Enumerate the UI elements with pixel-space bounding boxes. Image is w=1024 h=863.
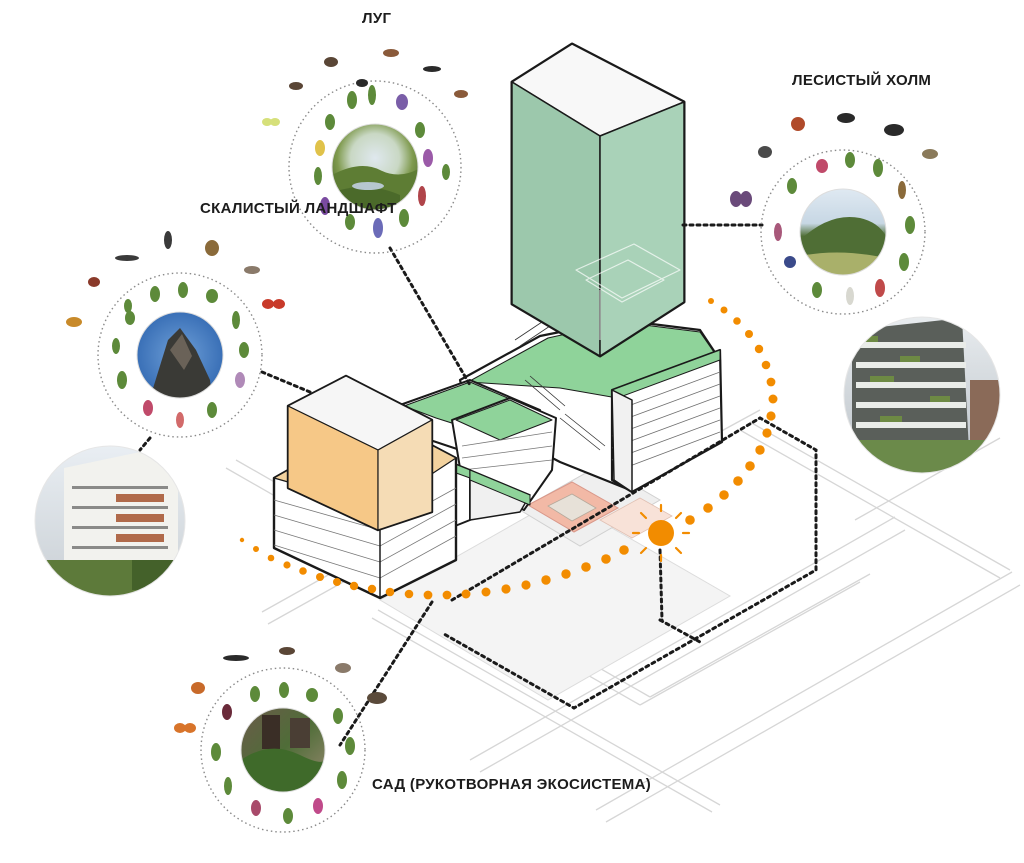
reference-photo-left <box>34 445 186 597</box>
butterfly-icon <box>174 723 196 733</box>
hedgehog-icon <box>367 692 387 704</box>
bird-icon <box>758 113 938 159</box>
building-complex <box>272 42 724 600</box>
plant-icon <box>314 85 450 238</box>
habitat-meadow <box>262 49 468 254</box>
habitat-garden <box>174 647 387 833</box>
leader-lines <box>138 223 818 747</box>
garden-photo <box>241 708 325 792</box>
moth-icon <box>730 191 752 207</box>
reference-photo-right <box>843 316 1001 474</box>
meadow-photo <box>332 124 418 210</box>
habitat-rocky <box>66 231 285 438</box>
bird-icon <box>191 647 351 694</box>
rock-photo <box>137 312 223 398</box>
rocky-landscape-title: СКАЛИСТЫЙ ЛАНДШАФТ <box>200 200 397 217</box>
bee-icon <box>66 317 82 327</box>
bird-icon <box>289 49 468 98</box>
plant-icon <box>211 682 355 824</box>
butterfly-icon <box>262 118 280 126</box>
garden-title: САД (РУКОТВОРНАЯ ЭКОСИСТЕМА) <box>372 776 652 793</box>
sun-path <box>239 298 778 600</box>
plant-icon <box>112 282 249 428</box>
bird-icon <box>88 231 260 287</box>
meadow-title: ЛУГ <box>362 10 392 27</box>
street-grid <box>225 409 1021 823</box>
plant-icon <box>774 152 915 305</box>
site-ground <box>379 464 732 701</box>
sun-icon <box>631 503 691 563</box>
butterfly-icon <box>262 299 285 309</box>
habitat-forest-hill <box>730 113 938 315</box>
forest-hill-title: ЛЕСИСТЫЙ ХОЛМ <box>792 72 932 89</box>
